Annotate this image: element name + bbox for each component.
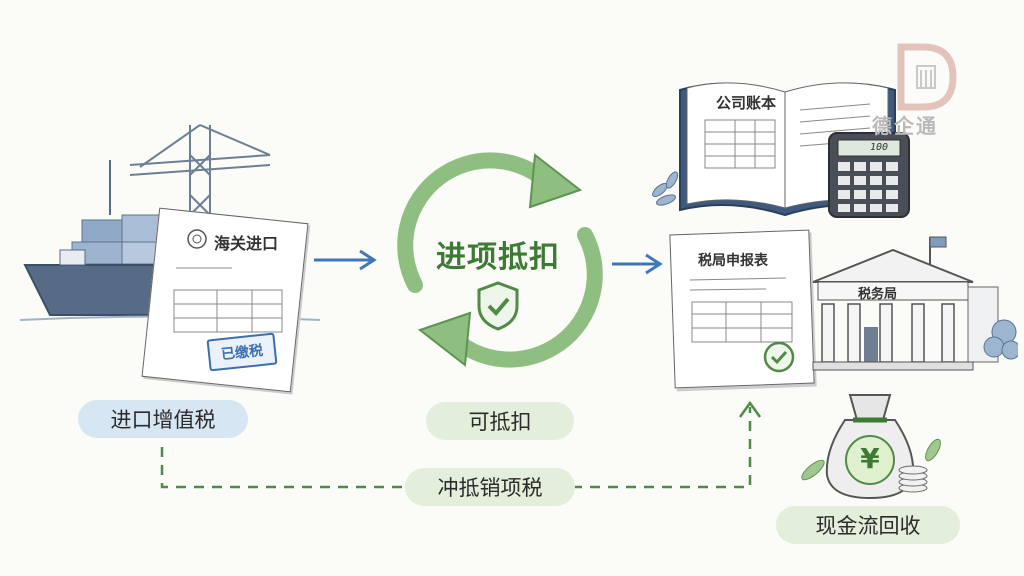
logo-icon — [897, 43, 957, 111]
tax-bureau-building — [812, 236, 1018, 371]
offset-output-tax-label: 冲抵销项税 — [405, 468, 575, 506]
ledger-title: 公司账本 — [716, 94, 777, 112]
import-vat-label: 进口增值税 — [78, 400, 248, 438]
arrow-right-icon — [314, 249, 377, 271]
money-bag-icon — [801, 394, 941, 500]
calculator-display: 100 — [870, 142, 889, 153]
tax-bureau-sign: 税务局 — [858, 287, 898, 302]
tax-form-title: 税局申报表 — [698, 253, 768, 269]
tax-form-lines — [689, 277, 793, 343]
arrow-right-icon — [612, 253, 663, 275]
logo-text: 德企通 — [872, 114, 938, 138]
customs-doc-title: 海关进口 — [214, 234, 279, 253]
plant-decoration — [652, 171, 679, 206]
shield-check-icon — [477, 281, 519, 331]
check-circle-icon — [763, 341, 795, 373]
customs-form-lines — [173, 267, 283, 333]
deduction-cycle-arrows — [397, 152, 603, 368]
cashflow-recovery-label: 现金流回收 — [776, 506, 960, 544]
input-tax-deduction-title: 进项抵扣 — [436, 240, 560, 275]
yuan-symbol: ¥ — [860, 442, 880, 475]
calculator-icon — [828, 132, 910, 218]
customs-emblem-icon — [187, 229, 207, 249]
deductible-label: 可抵扣 — [426, 402, 574, 440]
